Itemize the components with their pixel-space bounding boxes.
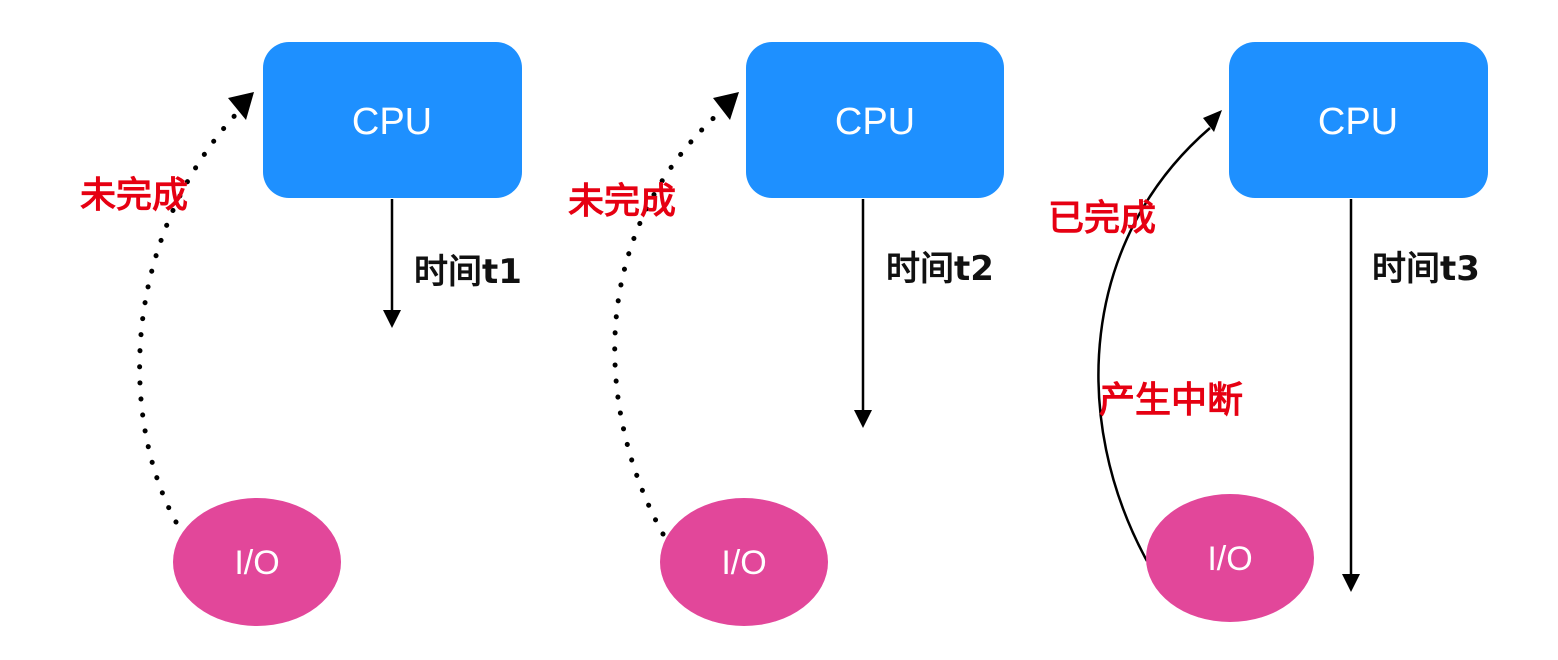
cpu-label: CPU — [1318, 101, 1398, 143]
time-label: 时间t1 — [414, 252, 522, 292]
status-label: 已完成 — [1048, 198, 1156, 239]
io-ellipse — [173, 498, 341, 626]
cpu-box — [1229, 42, 1488, 198]
time-arrow-head — [383, 310, 401, 328]
time-arrow-head — [854, 410, 872, 428]
io-label: I/O — [234, 544, 279, 582]
panel-3: CPU 时间t3 已完成 产生中断 I/O — [1048, 42, 1488, 622]
io-to-cpu-dotted-arrow — [137, 109, 241, 525]
io-ellipse — [1146, 494, 1314, 622]
interrupt-solid-arrow — [1097, 127, 1211, 562]
time-label: 时间t2 — [886, 249, 994, 289]
arrow-head — [713, 92, 739, 120]
arrow-head — [228, 92, 254, 120]
time-arrow-head — [1342, 574, 1360, 592]
panel-2: CPU 时间t2 未完成 I/O — [568, 42, 1004, 626]
time-label: 时间t3 — [1372, 249, 1480, 289]
interrupt-label: 产生中断 — [1099, 380, 1243, 421]
io-label: I/O — [1207, 540, 1252, 578]
cpu-label: CPU — [352, 101, 432, 143]
status-label: 未完成 — [80, 175, 188, 216]
cpu-box — [746, 42, 1004, 198]
io-to-cpu-dotted-arrow — [612, 109, 723, 537]
cpu-box — [263, 42, 522, 198]
status-label: 未完成 — [568, 181, 676, 222]
arrow-head — [1203, 110, 1222, 132]
cpu-label: CPU — [835, 101, 915, 143]
io-ellipse — [660, 498, 828, 626]
io-label: I/O — [721, 544, 766, 582]
panel-1: CPU 时间t1 未完成 I/O — [80, 42, 522, 626]
